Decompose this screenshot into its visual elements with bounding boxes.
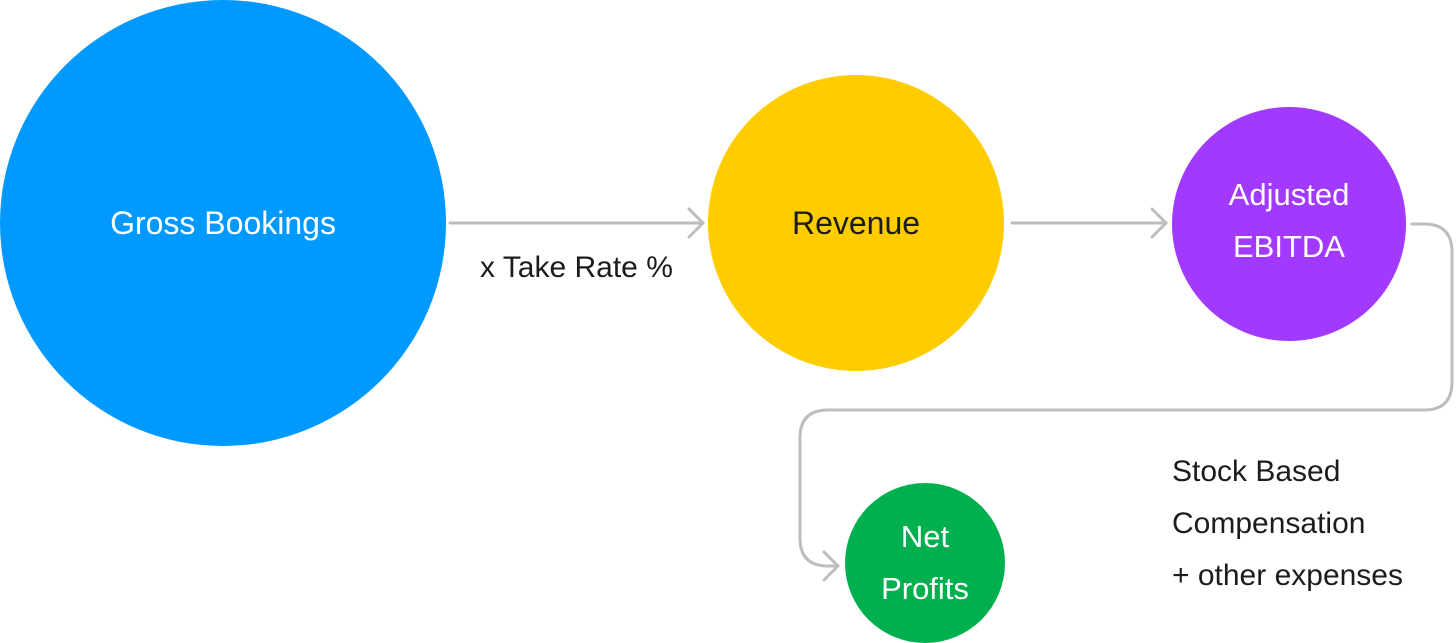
arrow-revenue-to-ebitda [1010,207,1168,239]
node-gross-bookings: Gross Bookings [0,0,446,446]
edge-label-stock-based-compensation: Stock Based Compensation + other expense… [1172,455,1403,592]
node-net-profits: Net Profits [845,483,1005,643]
node-revenue: Revenue [708,75,1004,371]
node-revenue-label: Revenue [791,205,921,241]
node-gross-bookings-label: Gross Bookings [110,205,336,241]
node-net-profits-label: Net Profits [881,519,969,606]
edge-label-take-rate: x Take Rate % [480,251,673,284]
node-adjusted-ebitda: Adjusted EBITDA [1172,107,1406,341]
node-adjusted-ebitda-label: Adjusted EBITDA [1228,177,1350,264]
arrow-ebitda-to-net [798,222,1454,582]
arrow-gross-to-revenue [448,207,705,239]
